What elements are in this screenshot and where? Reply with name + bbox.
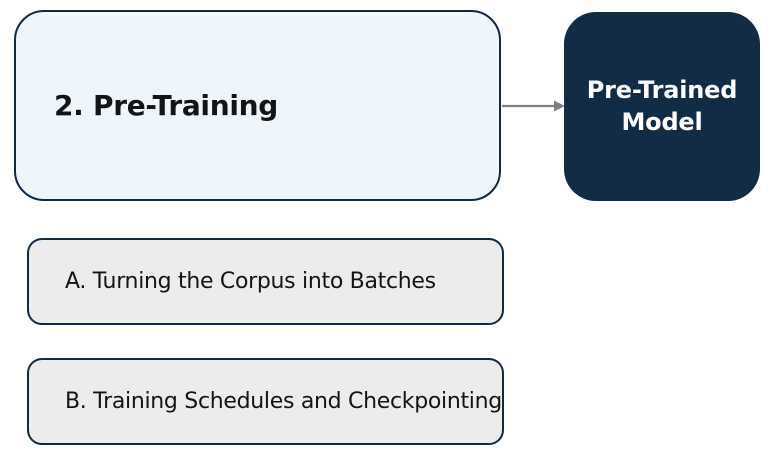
sub-box-corpus-batches-label: A. Turning the Corpus into Batches xyxy=(65,269,436,294)
pre-training-box[interactable]: 2. Pre-Training xyxy=(14,10,501,201)
pre-trained-model-box[interactable]: Pre-Trained Model xyxy=(564,12,760,201)
right-arrow-icon xyxy=(502,100,565,112)
sub-box-schedules-checkpointing[interactable]: B. Training Schedules and Checkpointing xyxy=(27,358,504,445)
pre-training-label: 2. Pre-Training xyxy=(54,89,279,122)
pre-trained-model-label: Pre-Trained Model xyxy=(586,76,738,136)
sub-box-schedules-checkpointing-label: B. Training Schedules and Checkpointing xyxy=(65,389,502,414)
sub-box-corpus-batches[interactable]: A. Turning the Corpus into Batches xyxy=(27,238,504,325)
